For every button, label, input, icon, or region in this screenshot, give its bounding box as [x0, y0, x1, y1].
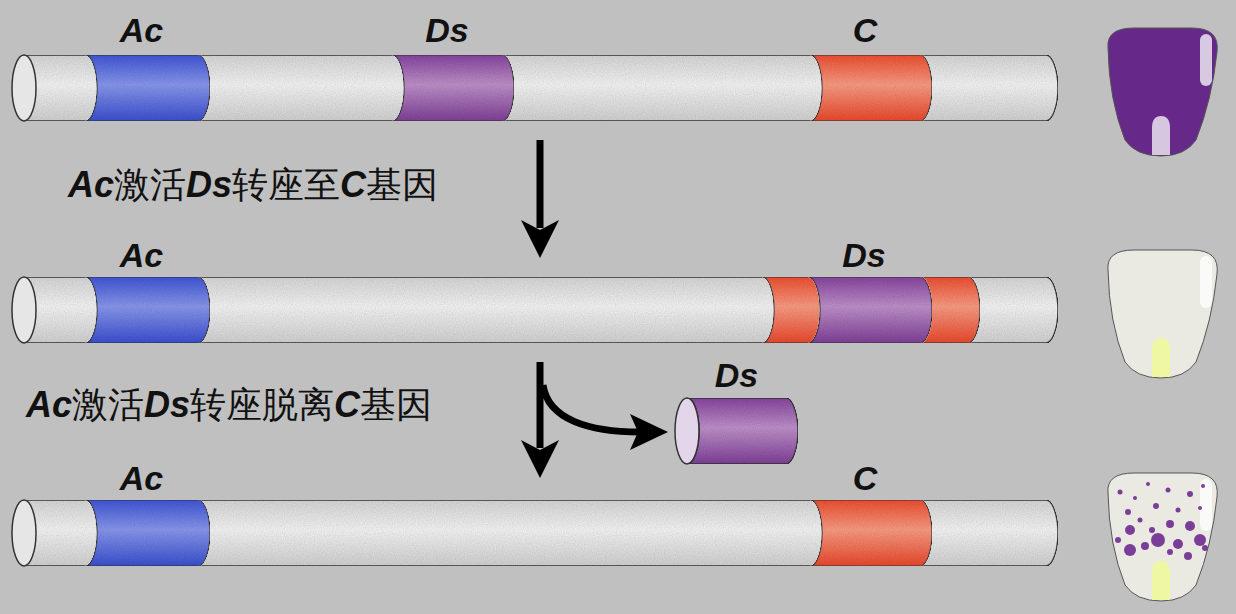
chromosome [12, 500, 1058, 566]
gene-segment-node: Ds [808, 233, 920, 343]
kernel-embryo [1152, 561, 1170, 600]
pigment-spot [1153, 503, 1159, 509]
pigment-spot [1146, 482, 1150, 486]
arrow-head [521, 220, 559, 258]
pigment-spot [1185, 521, 1195, 531]
kernel-highlight [1200, 34, 1212, 86]
pigment-spot [1125, 525, 1135, 535]
chromosome-body [24, 500, 1058, 566]
corn-kernel [1108, 473, 1217, 601]
gene-segment [810, 500, 932, 566]
gene-segment [85, 500, 210, 566]
pigment-spot [1194, 534, 1206, 546]
pigment-spot [1166, 520, 1174, 528]
pigment-spot [1187, 491, 1193, 497]
pigment-spot [1115, 537, 1121, 543]
pigment-spot [1176, 508, 1181, 513]
gene-label: Ds [808, 233, 920, 277]
chromosome-end [12, 55, 36, 121]
gene-segment-node: Ds [392, 8, 502, 121]
kernel-embryo [1152, 338, 1170, 377]
corn-kernel [1108, 28, 1217, 156]
step-arrows [521, 140, 668, 478]
gene-segment [808, 277, 932, 343]
kernel-body [1108, 473, 1217, 601]
gene-segment-node: C [810, 456, 920, 566]
gene-segment [85, 277, 210, 343]
pigment-spot [1173, 539, 1183, 549]
gene-label: Ac [85, 8, 198, 52]
step-label: Ac激活Ds转座至C基因 [68, 163, 438, 207]
gene-segment-node: C [810, 8, 920, 121]
arrow-shaft [537, 362, 544, 448]
corn-kernel [1108, 250, 1217, 378]
gene-label: Ac [85, 233, 198, 277]
arrow-head [521, 440, 559, 478]
gene-label: Ds [392, 8, 502, 52]
gene-segment-node: Ac [85, 8, 198, 121]
pigment-spot [1198, 506, 1202, 510]
chromosome-body [24, 277, 1058, 343]
step-label: Ac激活Ds转座脱离C基因 [26, 383, 432, 427]
chromosome-end [12, 277, 36, 343]
gene-segment [392, 55, 514, 121]
gene-segment [687, 398, 798, 464]
chromosome-body [24, 55, 1058, 121]
gene-label: C [810, 456, 920, 500]
gene-segment-node: Ac [85, 456, 198, 566]
pigment-spot [1151, 533, 1165, 547]
gene-label: Ac [85, 456, 198, 500]
chromosome-end [12, 500, 36, 566]
pigment-spot [1167, 549, 1173, 555]
pigment-spot [1166, 488, 1171, 493]
excised-element [675, 398, 798, 464]
gene-segment-node: Ac [85, 233, 198, 343]
branch-arrow [543, 385, 640, 432]
pigment-spot [1124, 544, 1136, 556]
pigment-spot [1141, 542, 1149, 550]
kernel-body [1108, 28, 1217, 156]
pigment-spot [1149, 527, 1155, 533]
chromosome [12, 277, 1058, 343]
pigment-spot [1201, 484, 1205, 488]
gene-segment [85, 55, 210, 121]
pigment-spot [1138, 518, 1143, 523]
kernel-embryo [1152, 116, 1170, 155]
pigment-spot [1202, 545, 1208, 551]
gene-label: Ds [675, 353, 798, 397]
gene-label: C [810, 8, 920, 52]
arrow-head [630, 414, 668, 450]
chromosome [12, 55, 1058, 121]
kernel-body [1108, 250, 1217, 378]
kernel-highlight [1200, 256, 1212, 308]
pigment-spot [1118, 490, 1123, 495]
pigment-spot [1133, 496, 1137, 500]
gene-segment-node: Ds [675, 353, 798, 464]
arrow-shaft [537, 140, 544, 228]
gene-segment [810, 55, 932, 121]
element-end [675, 398, 699, 464]
pigment-spot [1184, 552, 1192, 560]
kernel-highlight [1200, 479, 1212, 531]
pigment-spot [1125, 509, 1131, 515]
